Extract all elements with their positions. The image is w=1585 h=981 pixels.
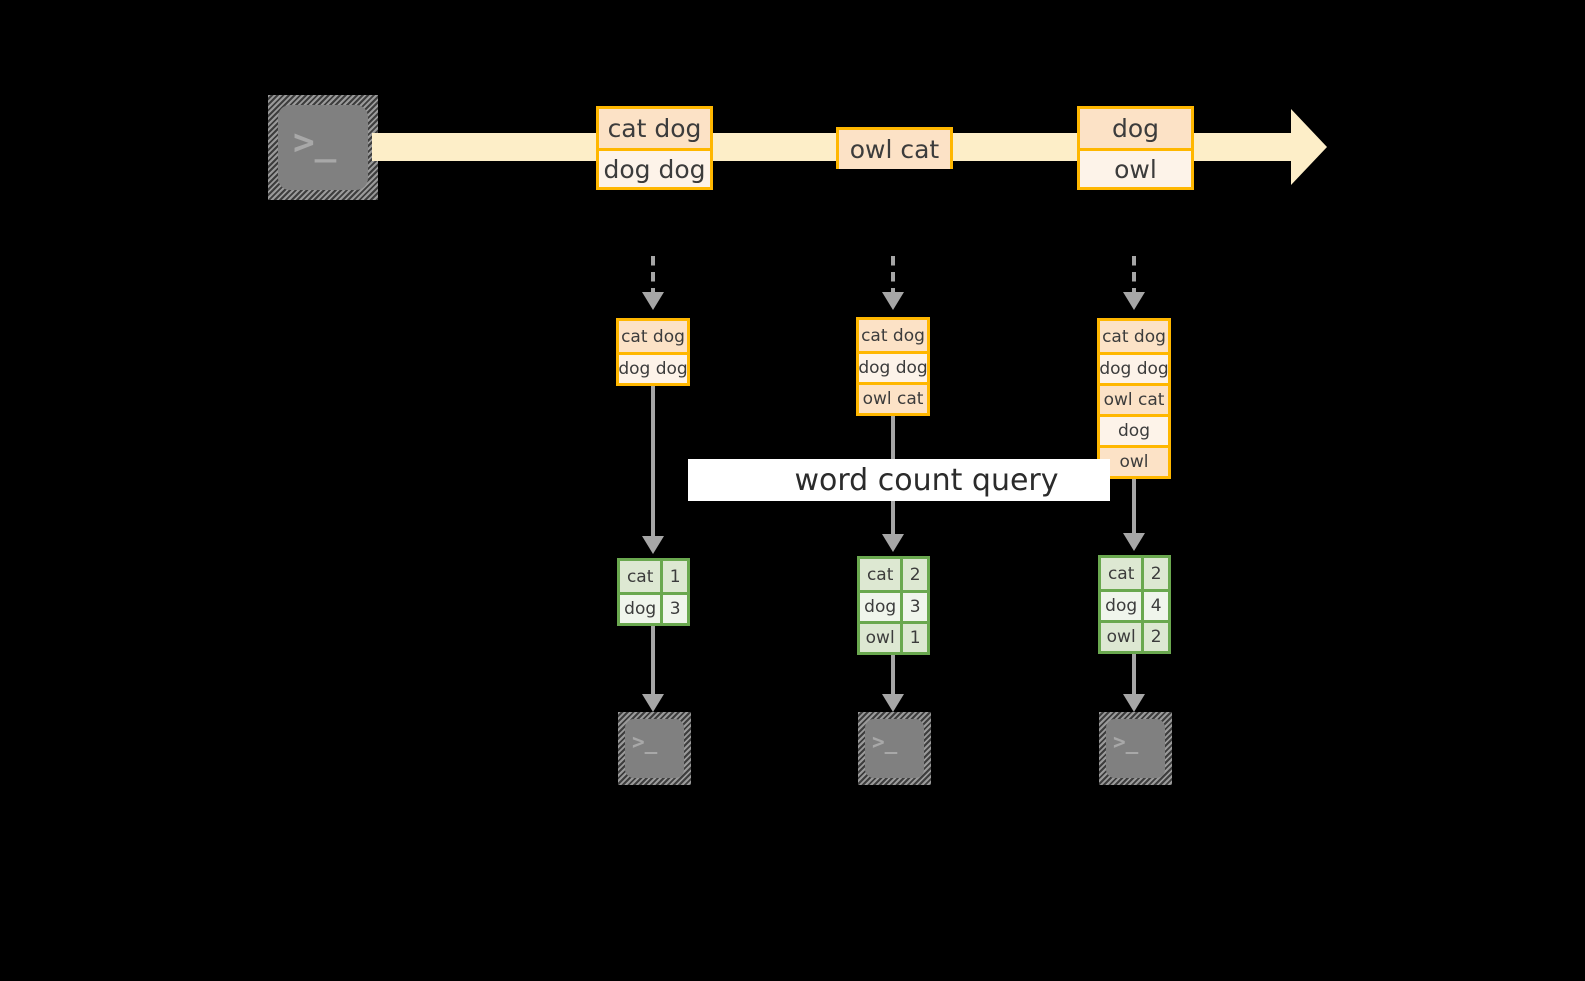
snapshot-1-trigger-connector <box>651 256 655 292</box>
snapshot-event: cat dog <box>1100 321 1168 352</box>
table-cell-count: 3 <box>660 595 687 623</box>
terminal-screen <box>625 719 684 778</box>
table-cell-word: owl <box>865 628 895 648</box>
snapshot-event: dog dog <box>618 352 688 383</box>
table-cell-word: dog <box>1105 596 1138 616</box>
table-cell-count: 1 <box>660 561 687 592</box>
stream-event: owl <box>1080 148 1191 187</box>
table-cell-count: 2 <box>1141 558 1168 589</box>
terminal-screen <box>865 719 924 778</box>
terminal-prompt-glyph: >_ <box>632 730 658 754</box>
terminal-prompt-glyph: >_ <box>872 730 898 754</box>
stream-event-group-1: cat dog dog dog <box>596 106 713 190</box>
snapshot-event: owl <box>1100 445 1168 476</box>
snapshot-event: owl cat <box>859 382 927 413</box>
terminal-prompt-glyph: >_ <box>293 122 337 163</box>
snapshot-event: owl cat <box>1100 383 1168 414</box>
snapshot-2-query-arrowhead <box>882 534 904 552</box>
table-cell-word: dog <box>624 599 657 619</box>
snapshot-1-sink-terminal-icon: >_ <box>618 712 691 785</box>
table-row: owl 1 <box>860 621 927 652</box>
table-row: dog 4 <box>1101 589 1168 620</box>
stream-event-group-3: dog owl <box>1077 106 1194 190</box>
table-row: owl 2 <box>1101 620 1168 651</box>
snapshot-2-sink-arrowhead <box>882 694 904 712</box>
snapshot-2-result-table: cat 2 dog 3 owl 1 <box>857 556 930 655</box>
stream-event: dog dog <box>599 148 710 187</box>
table-row: cat 2 <box>860 559 927 590</box>
snapshot-1-event-log: cat dog dog dog <box>616 318 690 386</box>
stream-event: owl cat <box>839 130 950 169</box>
stream-event: dog <box>1080 109 1191 148</box>
snapshot-2-trigger-arrowhead <box>882 292 904 310</box>
terminal-screen <box>1106 719 1165 778</box>
snapshot-event: dog <box>1100 414 1168 445</box>
snapshot-1-trigger-arrowhead <box>642 292 664 310</box>
query-label-band: word count query <box>688 459 1110 501</box>
snapshot-3-trigger-connector <box>1132 256 1136 292</box>
query-label-text: word count query <box>794 462 1059 498</box>
terminal-prompt-glyph: >_ <box>1113 730 1139 754</box>
snapshot-event: cat dog <box>619 321 687 352</box>
table-row: dog 3 <box>860 590 927 621</box>
terminal-screen <box>278 105 368 190</box>
table-row: dog 3 <box>620 592 687 623</box>
snapshot-1-query-connector <box>651 386 655 536</box>
stream-event: cat dog <box>599 109 710 148</box>
snapshot-3-event-log: cat dog dog dog owl cat dog owl <box>1097 318 1171 479</box>
table-cell-word: cat <box>1107 563 1135 584</box>
source-terminal-icon: >_ <box>268 95 378 200</box>
stream-arrowhead <box>1291 109 1327 185</box>
snapshot-2-trigger-connector <box>891 256 895 292</box>
table-cell-count: 2 <box>900 559 927 590</box>
snapshot-2-event-log: cat dog dog dog owl cat <box>856 317 930 416</box>
table-cell-count: 4 <box>1141 592 1168 620</box>
table-row: cat 1 <box>620 561 687 592</box>
snapshot-3-sink-terminal-icon: >_ <box>1099 712 1172 785</box>
snapshot-event: dog dog <box>1099 352 1169 383</box>
stream-event-group-2: owl cat <box>836 127 953 169</box>
table-row: cat 2 <box>1101 558 1168 589</box>
snapshot-event: dog dog <box>858 351 928 382</box>
snapshot-3-sink-arrowhead <box>1123 694 1145 712</box>
table-cell-count: 2 <box>1141 623 1168 651</box>
table-cell-word: cat <box>866 564 894 585</box>
snapshot-3-query-connector <box>1132 479 1136 533</box>
table-cell-word: owl <box>1106 627 1136 647</box>
snapshot-1-result-table: cat 1 dog 3 <box>617 558 690 626</box>
snapshot-2-sink-terminal-icon: >_ <box>858 712 931 785</box>
snapshot-3-sink-connector <box>1132 654 1136 694</box>
snapshot-3-result-table: cat 2 dog 4 owl 2 <box>1098 555 1171 654</box>
snapshot-1-query-arrowhead <box>642 536 664 554</box>
snapshot-event: cat dog <box>859 320 927 351</box>
snapshot-1-sink-arrowhead <box>642 694 664 712</box>
snapshot-3-trigger-arrowhead <box>1123 292 1145 310</box>
snapshot-1-sink-connector <box>651 626 655 694</box>
table-cell-word: cat <box>626 566 654 587</box>
table-cell-count: 3 <box>900 593 927 621</box>
snapshot-2-sink-connector <box>891 655 895 694</box>
table-cell-word: dog <box>864 597 897 617</box>
snapshot-3-query-arrowhead <box>1123 533 1145 551</box>
table-cell-count: 1 <box>900 624 927 652</box>
